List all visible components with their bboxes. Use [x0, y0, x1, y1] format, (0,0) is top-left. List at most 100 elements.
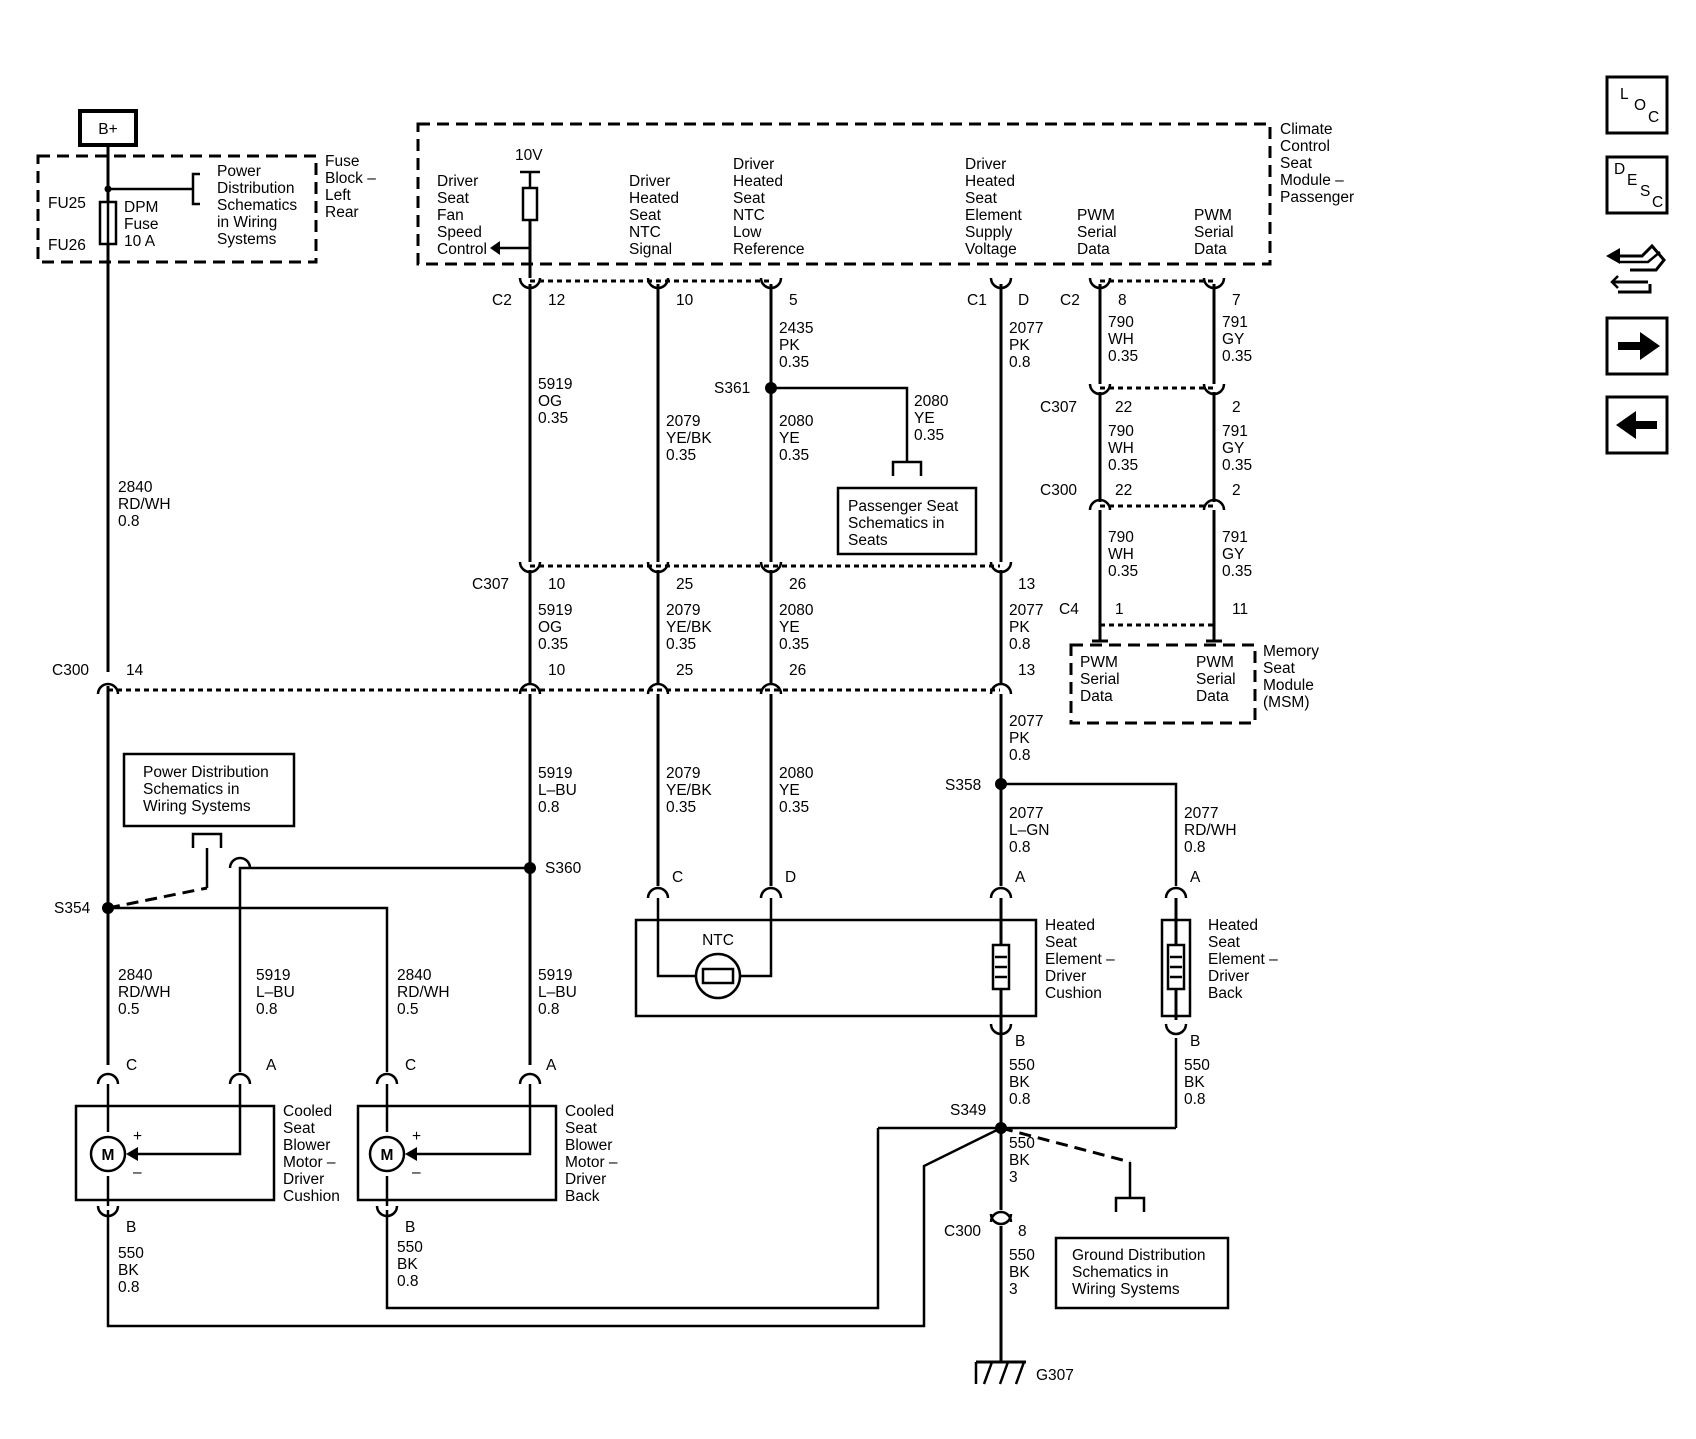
motor-back-icon: [368, 1135, 406, 1173]
svg-text:13: 13: [1018, 576, 1035, 593]
svg-text:E: E: [1627, 172, 1637, 189]
nav-desc-button[interactable]: D E S C: [1605, 155, 1669, 215]
svg-text:C: C: [1652, 194, 1663, 211]
svg-text:C: C: [405, 1057, 416, 1074]
pin-labels: 12 10 5 D 8 7 22 2 22 2 1 11 10 25 26 13…: [126, 292, 1248, 1240]
passenger-seat-ref-box[interactable]: [836, 486, 978, 556]
nav-connector-tool-button[interactable]: [1606, 243, 1666, 294]
svg-text:26: 26: [789, 576, 806, 593]
svg-text:S360: S360: [545, 860, 582, 877]
svg-text:13: 13: [1018, 662, 1035, 679]
ground-distribution-ref-box[interactable]: [1054, 1236, 1230, 1310]
splice-s361: [765, 382, 777, 394]
svg-text:D: D: [1018, 292, 1029, 309]
svg-text:S: S: [1640, 183, 1650, 200]
arrow-right-icon: [1640, 332, 1660, 360]
svg-text:14: 14: [126, 662, 144, 679]
svg-text:C: C: [126, 1057, 137, 1074]
motor-cushion-icon: [89, 1135, 127, 1173]
svg-text:S354: S354: [54, 900, 91, 917]
svg-text:12: 12: [548, 292, 565, 309]
ground-g307: G307: [974, 1360, 1074, 1385]
svg-text:B: B: [1190, 1033, 1200, 1050]
fan-output-arrow: [490, 241, 500, 255]
bplus-label: B+: [98, 121, 117, 138]
splice-s349: [995, 1122, 1007, 1134]
motor-back-plus: +: [412, 1128, 421, 1145]
svg-text:1: 1: [1115, 601, 1124, 618]
svg-text:L: L: [1620, 86, 1629, 103]
nav-back-button[interactable]: [1605, 395, 1669, 455]
motor-back-minus: –: [412, 1164, 421, 1181]
svg-text:10: 10: [548, 662, 566, 679]
svg-text:B: B: [1015, 1033, 1025, 1050]
svg-text:8: 8: [1018, 1223, 1027, 1240]
arrow-left-icon: [1616, 411, 1636, 439]
splice-s360: [524, 862, 536, 874]
svg-text:A: A: [1015, 869, 1026, 886]
svg-text:10: 10: [548, 576, 566, 593]
svg-text:A: A: [546, 1057, 557, 1074]
conn-c300-pwm: C300: [1040, 482, 1077, 499]
motor-back-symbol: M: [381, 1147, 394, 1164]
svg-text:D: D: [1614, 161, 1625, 178]
conn-c300: C300: [52, 662, 89, 679]
nav-next-button[interactable]: [1605, 316, 1669, 376]
power-distribution-ref-box[interactable]: [122, 752, 296, 828]
fuse-pin-fu25: FU25: [48, 195, 86, 212]
nav-loc-button[interactable]: L O C: [1605, 75, 1669, 135]
svg-text:7: 7: [1232, 292, 1241, 309]
svg-text:A: A: [266, 1057, 277, 1074]
splice-labels: S361 S358 S360 S354 S349: [54, 380, 986, 1119]
conn-c1: C1: [967, 292, 987, 309]
motor-cushion-plus: +: [133, 1128, 142, 1145]
svg-text:C: C: [672, 869, 683, 886]
ground-label: G307: [1036, 1367, 1074, 1384]
connector-labels: C2 C1 C2 C307 C300 C307 C300 C4 C300: [52, 292, 1080, 1240]
svg-text:10: 10: [676, 292, 694, 309]
